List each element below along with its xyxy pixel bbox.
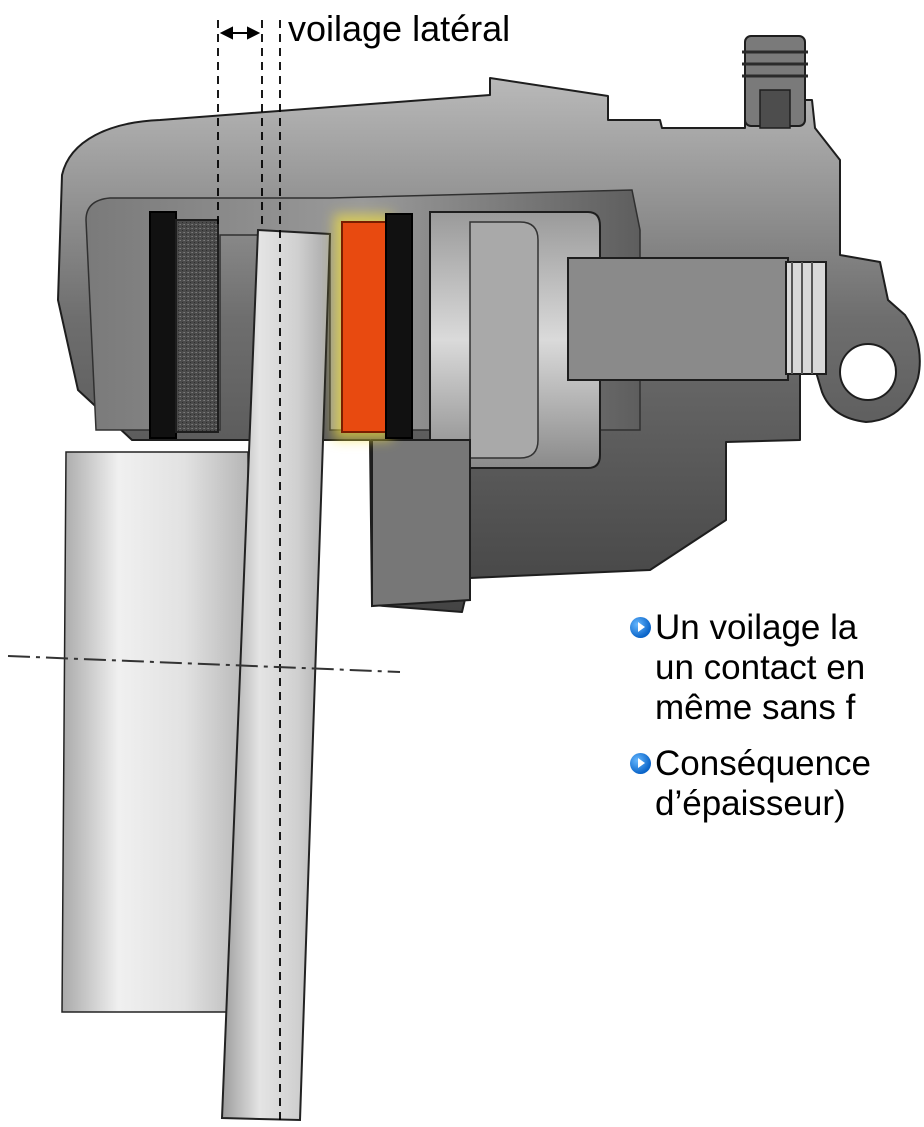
line-fitting bbox=[567, 257, 789, 381]
note-line: un contact en bbox=[655, 648, 866, 687]
note-item: Un voilage la un contact en même sans f bbox=[630, 608, 924, 728]
note-line: d’épaisseur) bbox=[655, 784, 846, 823]
runout-label: voilage latéral bbox=[288, 8, 511, 49]
rotation-axis bbox=[7, 655, 401, 673]
explanation-notes: Un voilage la un contact en même sans f … bbox=[630, 608, 924, 840]
inner-pad-friction bbox=[341, 221, 387, 433]
bullet-arrow-icon bbox=[630, 753, 651, 774]
note-line: même sans f bbox=[655, 688, 856, 727]
runout-guides bbox=[217, 20, 281, 1125]
note-line: Un voilage la bbox=[655, 608, 858, 647]
outer-pad-friction bbox=[175, 219, 219, 433]
note-item: Conséquence d’épaisseur) bbox=[630, 744, 924, 824]
bullet-arrow-icon bbox=[630, 617, 651, 638]
brake-disc bbox=[220, 228, 332, 1122]
outer-pad-backing bbox=[149, 211, 177, 439]
note-line: Conséquence bbox=[655, 744, 871, 783]
hub bbox=[61, 451, 251, 1013]
measure-arrow-icon bbox=[219, 26, 261, 40]
inner-pad-backing bbox=[385, 213, 413, 439]
caliper-leg bbox=[371, 439, 471, 608]
